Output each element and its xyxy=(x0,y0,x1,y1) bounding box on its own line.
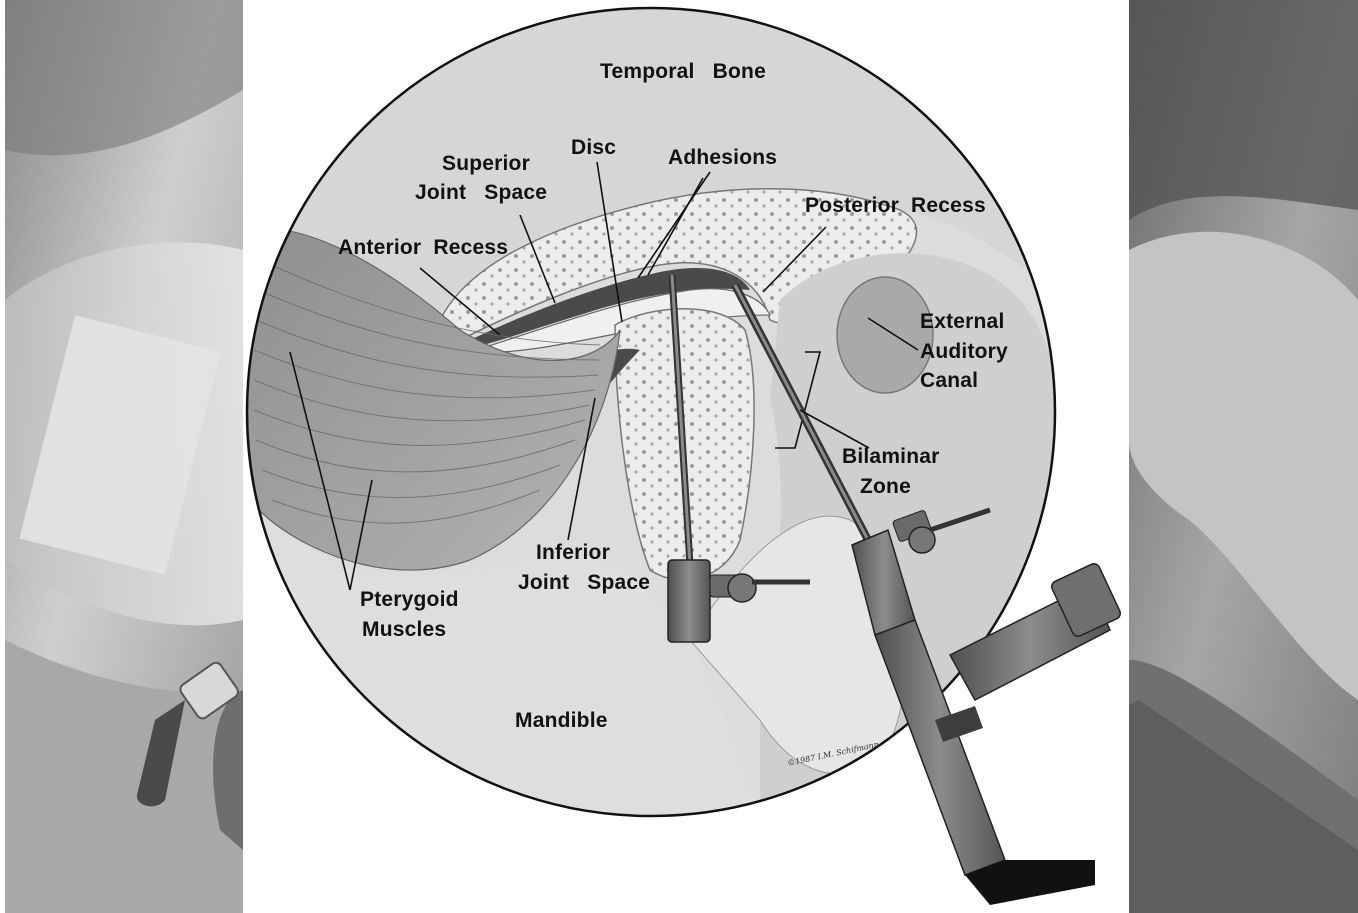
label-inferior-joint-space-line1: Inferior xyxy=(536,541,610,564)
label-inferior-joint-space-line2: Joint Space xyxy=(518,571,650,594)
label-adhesions: Adhesions xyxy=(668,146,777,169)
label-external-auditory-canal-line2: Auditory xyxy=(920,340,1008,363)
label-pterygoid-muscles-line1: Pterygoid xyxy=(360,588,459,611)
label-pterygoid-muscles-line2: Muscles xyxy=(362,618,446,641)
label-anterior-recess: Anterior Recess xyxy=(338,236,508,259)
label-external-auditory-canal-line1: External xyxy=(920,310,1004,333)
label-disc: Disc xyxy=(571,136,616,159)
label-superior-joint-space-line1: Superior xyxy=(442,152,530,175)
label-bilaminar-zone-line1: Bilaminar xyxy=(842,445,940,468)
label-posterior-recess: Posterior Recess xyxy=(805,194,986,217)
label-bilaminar-zone-line2: Zone xyxy=(860,475,911,498)
external-auditory-canal-opening xyxy=(837,277,933,393)
label-superior-joint-space-line2: Joint Space xyxy=(415,181,547,204)
label-external-auditory-canal-line3: Canal xyxy=(920,369,978,392)
label-mandible: Mandible xyxy=(515,709,608,732)
label-temporal-bone: Temporal Bone xyxy=(600,60,766,83)
